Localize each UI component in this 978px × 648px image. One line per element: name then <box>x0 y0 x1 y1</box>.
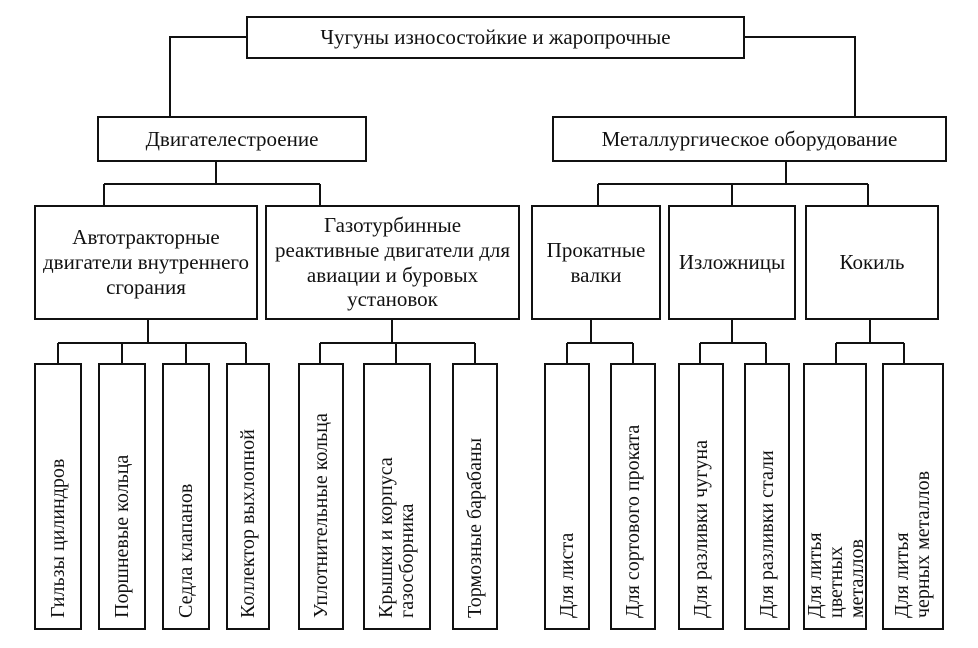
branch-engine-building: Двигателестроение <box>97 116 367 162</box>
item-label: Седла клапанов <box>175 483 197 618</box>
item-cylinder-liners: Гильзы цилиндров <box>34 363 82 630</box>
item-label: Для сортового проката <box>622 424 644 618</box>
item-label: Уплотнительные кольца <box>310 413 332 618</box>
root-node: Чугуны износостойкие и жаропрочные <box>246 16 745 59</box>
item-label: Для листа <box>556 532 578 618</box>
branch-label: Двигателестроение <box>145 126 319 151</box>
group-label: Автотракторные двигатели внутреннего сго… <box>43 225 249 299</box>
item-label: Коллектор выхлопной <box>237 429 259 618</box>
item-label: Для разливки чугуна <box>690 440 712 618</box>
item-label: Крышки и корпуса газосборника <box>375 457 418 618</box>
item-label: Тормозные барабаны <box>464 437 486 618</box>
branch-metallurgy: Металлургическое оборудование <box>552 116 947 162</box>
item-label: Для разливки стали <box>756 450 778 618</box>
item-exhaust-manifold: Коллектор выхлопной <box>226 363 270 630</box>
root-label: Чугуны износостойкие и жаропрочные <box>320 25 671 50</box>
group-label: Изложницы <box>678 250 786 275</box>
item-label: Для литья черных металлов <box>891 470 934 618</box>
item-gas-collector-covers: Крышки и корпуса газосборника <box>363 363 431 630</box>
group-auto-tractor-engines: Автотракторные двигатели внутреннего сго… <box>34 205 258 320</box>
group-ingot-molds: Изложницы <box>668 205 796 320</box>
item-piston-rings: Поршневые кольца <box>98 363 146 630</box>
group-chill-mold: Кокиль <box>805 205 939 320</box>
item-for-sheet: Для листа <box>544 363 590 630</box>
item-label: Поршневые кольца <box>111 454 133 618</box>
item-for-section-rolling: Для сортового проката <box>610 363 656 630</box>
group-label: Прокатные валки <box>546 237 646 287</box>
item-cast-iron-pouring: Для разливки чугуна <box>678 363 724 630</box>
item-nonferrous-casting: Для литья цветных металлов <box>803 363 868 630</box>
group-rolling-rolls: Прокатные валки <box>531 205 661 320</box>
item-label: Для литья цветных металлов <box>804 532 868 618</box>
item-brake-drums: Тормозные барабаны <box>452 363 498 630</box>
item-valve-seats: Седла клапанов <box>162 363 210 630</box>
item-label: Гильзы цилиндров <box>47 458 69 618</box>
item-steel-pouring: Для разливки стали <box>744 363 790 630</box>
item-ferrous-casting: Для литья черных металлов <box>882 363 944 630</box>
branch-label: Металлургическое оборудование <box>601 126 898 151</box>
item-sealing-rings: Уплотнительные кольца <box>298 363 344 630</box>
group-gas-turbine-engines: Газотурбинные реактивные двигатели для а… <box>265 205 520 320</box>
group-label: Газотурбинные реактивные двигатели для а… <box>274 212 511 312</box>
group-label: Кокиль <box>839 250 905 275</box>
